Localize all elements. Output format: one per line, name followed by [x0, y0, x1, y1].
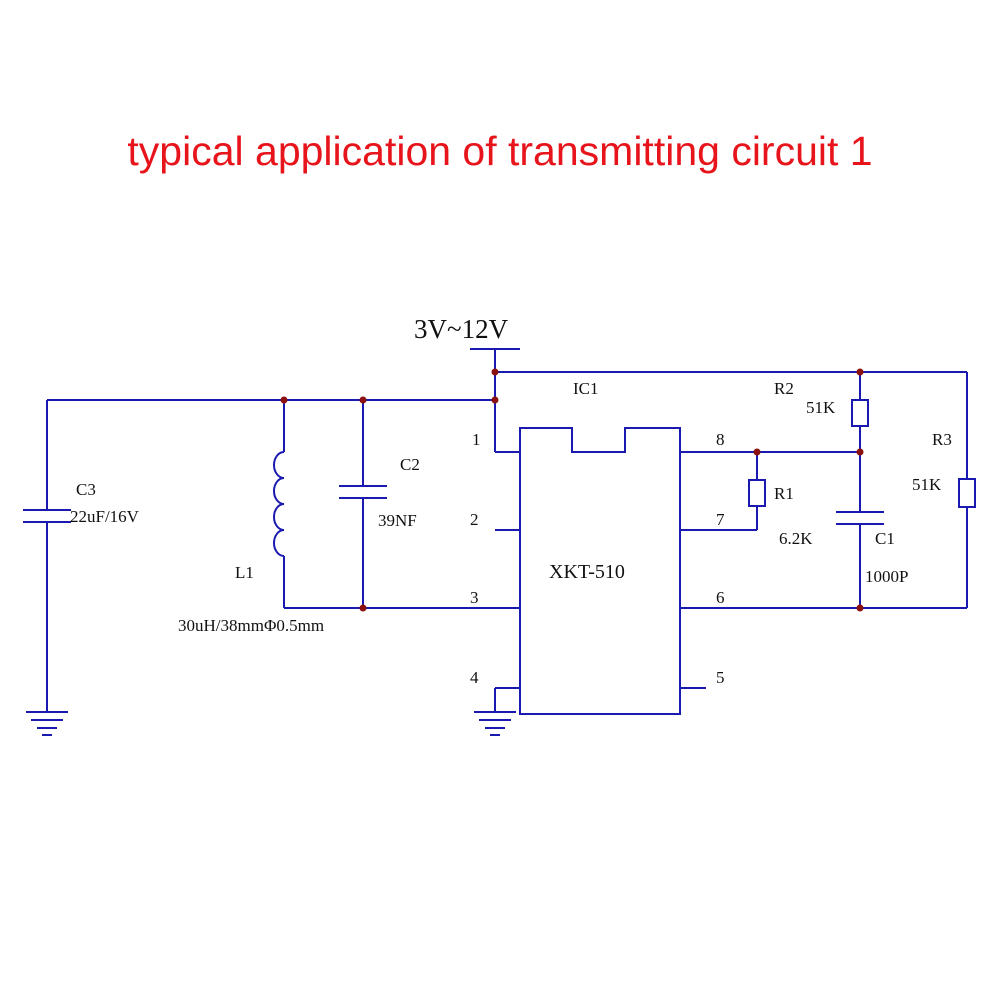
- ic-part-label: XKT-510: [549, 561, 625, 583]
- junction-node: [856, 604, 864, 612]
- pin-1-label: 1: [472, 430, 481, 449]
- pin-5-label: 5: [716, 668, 725, 687]
- r1-value-label: 6.2K: [779, 529, 813, 548]
- c3-ref-label: C3: [76, 480, 96, 499]
- resistor-r2: R2 51K: [774, 379, 869, 427]
- inductor-l1: L1 30uH/38mmΦ0.5mm: [178, 451, 324, 635]
- l1-ref-label: L1: [235, 563, 254, 582]
- junctions: [280, 368, 864, 612]
- c1-value-label: 1000P: [865, 567, 908, 586]
- junction-node: [491, 396, 499, 404]
- l1-value-label: 30uH/38mmΦ0.5mm: [178, 616, 324, 635]
- pin-7-label: 7: [716, 510, 725, 529]
- r2-value-label: 51K: [806, 398, 836, 417]
- pin-6-label: 6: [716, 588, 725, 607]
- supply-label: 3V~12V: [414, 314, 509, 344]
- junction-node: [856, 448, 864, 456]
- r3-value-label: 51K: [912, 475, 942, 494]
- junction-node: [491, 368, 499, 376]
- pin-8-label: 8: [716, 430, 725, 449]
- junction-node: [280, 396, 288, 404]
- capacitor-c2: C2 39NF: [339, 455, 420, 530]
- ic-ref-label: IC1: [573, 379, 599, 398]
- junction-node: [856, 368, 864, 376]
- c3-value-label: 22uF/16V: [70, 507, 140, 526]
- c2-ref-label: C2: [400, 455, 420, 474]
- pin-3-label: 3: [470, 588, 479, 607]
- resistor-r1: R1 6.2K: [748, 479, 813, 548]
- pin-4-label: 4: [470, 668, 479, 687]
- c1-ref-label: C1: [875, 529, 895, 548]
- ground-symbol: [26, 711, 68, 736]
- wires: [46, 371, 968, 712]
- c2-value-label: 39NF: [378, 511, 417, 530]
- ic-xkt510: XKT-510 IC1 1 2 3 4 5 6 7 8: [470, 379, 725, 715]
- ground-symbol: [474, 711, 516, 736]
- junction-node: [359, 396, 367, 404]
- junction-node: [753, 448, 761, 456]
- r1-ref-label: R1: [774, 484, 794, 503]
- junction-node: [359, 604, 367, 612]
- diagram-title: typical application of transmitting circ…: [127, 128, 873, 174]
- r3-ref-label: R3: [932, 430, 952, 449]
- capacitor-c3: C3 22uF/16V: [23, 480, 140, 526]
- supply-symbol: 3V~12V: [414, 314, 520, 372]
- pin-2-label: 2: [470, 510, 479, 529]
- r2-ref-label: R2: [774, 379, 794, 398]
- resistor-r3: R3 51K: [912, 430, 976, 508]
- capacitor-c1: C1 1000P: [836, 511, 908, 586]
